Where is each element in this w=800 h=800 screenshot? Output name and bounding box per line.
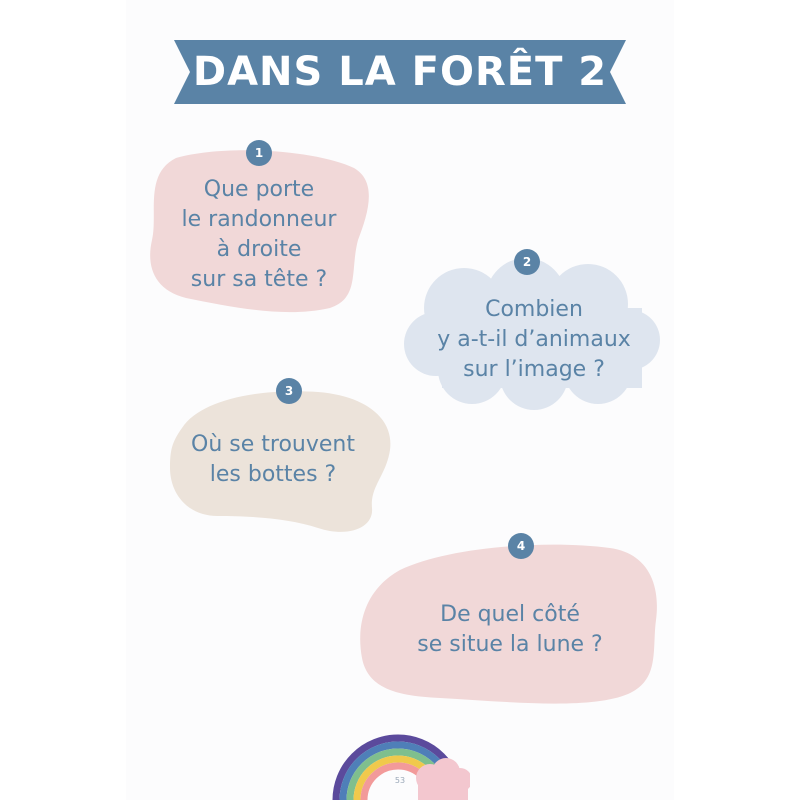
question-number-badge-4: 4 xyxy=(508,533,534,559)
beige-blob-shape xyxy=(170,391,391,532)
blue-cloud-shape xyxy=(404,258,660,410)
question-bubble-4: De quel côté se situe la lune ? xyxy=(360,540,660,708)
question-bubble-2: Combien y a-t-il d’animaux sur l’image ? xyxy=(402,258,666,412)
question-number-badge-2: 2 xyxy=(514,249,540,275)
question-bubble-3: Où se trouvent les bottes ? xyxy=(168,388,396,534)
pink-blob-shape xyxy=(360,544,657,704)
page-title: DANS LA FORÊT 2 xyxy=(192,49,608,95)
question-number-badge-3: 3 xyxy=(276,378,302,404)
rainbow-illustration xyxy=(332,734,470,800)
question-text-1: Que porte le randonneur à droite sur sa … xyxy=(181,177,337,292)
question-bubble-1: Que porte le randonneur à droite sur sa … xyxy=(146,148,372,314)
question-number-badge-1: 1 xyxy=(246,140,272,166)
title-banner: DANS LA FORÊT 2 xyxy=(174,40,626,104)
ribbon-shape xyxy=(174,40,626,104)
question-text-2: Combien y a-t-il d’animaux sur l’image ? xyxy=(437,297,631,382)
page-number: 53 xyxy=(394,776,406,785)
question-text-3: Où se trouvent les bottes ? xyxy=(191,432,355,487)
question-text-4: De quel côté se situe la lune ? xyxy=(417,602,603,657)
pink-blob-shape xyxy=(150,150,369,313)
